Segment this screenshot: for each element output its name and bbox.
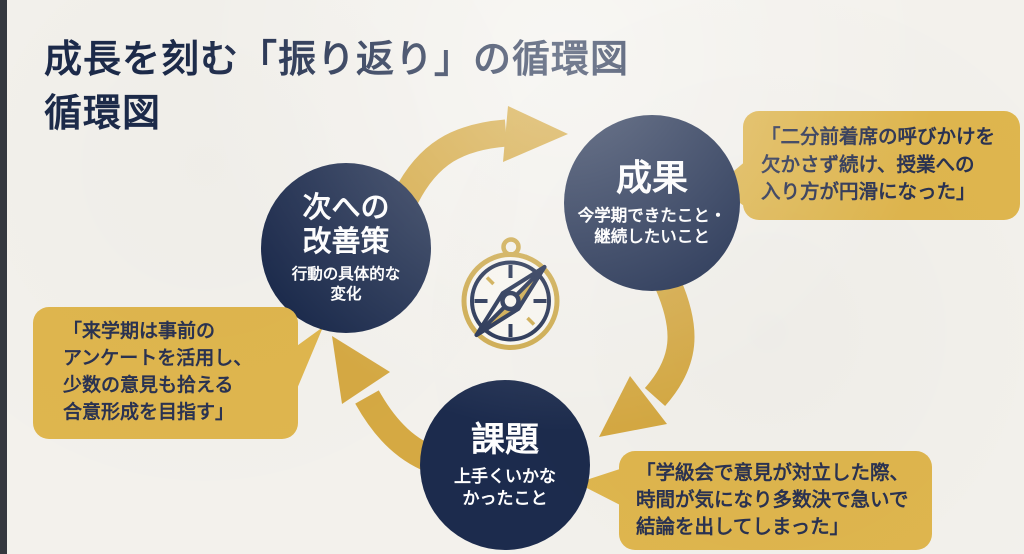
page-title: 成長を刻む「振り返り」の循環図 循環図	[44, 39, 630, 135]
node-kadai: 課題 上手くいかな かったこと	[420, 380, 590, 550]
left-edge-shadow	[0, 0, 7, 554]
arrow-kaizen-to-seika	[393, 106, 568, 204]
callout-kadai: 「学級会で意見が対立した際、 時間が気になり多数決で急いで 結論を出してしまった…	[619, 451, 932, 550]
node-kaizen: 次への 改善策 行動の具体的な 変化	[261, 163, 431, 333]
node-kadai-subtext: 上手くいかな かったこと	[454, 466, 556, 509]
callout-kadai-tail	[577, 467, 626, 508]
node-seika-heading: 成果	[615, 157, 688, 199]
node-seika: 成果 今学期できたこと・ 継続したいこと	[564, 115, 740, 291]
callout-kaizen: 「来学期は事前の アンケートを活用し、 少数の意見も拾える 合意形成を目指す」	[33, 307, 298, 439]
callout-seika: 「二分前着席の呼びかけを 欠かさず続け、授業への 入り方が円滑になった」	[743, 111, 1020, 221]
callout-kaizen-tail	[294, 327, 323, 396]
node-kadai-heading: 課題	[471, 420, 539, 459]
node-kaizen-heading: 次への 改善策	[302, 191, 390, 258]
compass-icon	[461, 237, 560, 350]
arrow-seika-to-kadai	[599, 278, 695, 437]
node-seika-subtext: 今学期できたこと・ 継続したいこと	[577, 206, 727, 247]
node-kaizen-subtext: 行動の具体的な 変化	[291, 266, 401, 304]
